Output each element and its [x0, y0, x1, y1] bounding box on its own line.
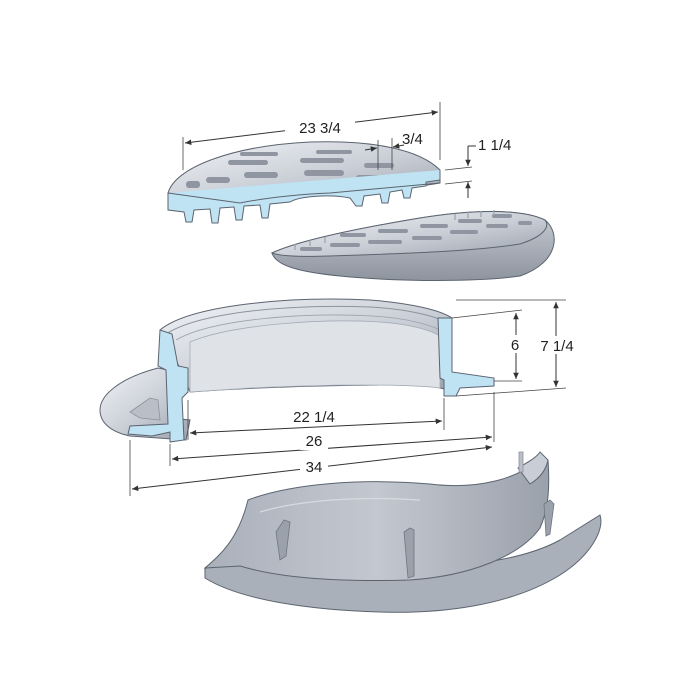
dim-frame-depth-total: 7 1/4: [540, 338, 573, 355]
dim-grate-thickness: 1 1/4: [478, 137, 511, 154]
frame-ribs: [275, 499, 555, 579]
frame-dimensions: 6 7 1/4 22 1/4 26 34: [129, 299, 582, 496]
dim-grate-width: 23 3/4: [299, 120, 341, 137]
dim-frame-outer: 26: [306, 433, 323, 450]
grate-dimensions: 23 3/4 3/4 1 1/4: [182, 102, 511, 198]
grate-half-slots: [300, 214, 532, 251]
dim-flange-outer: 34: [306, 459, 323, 476]
frame-section: [99, 298, 495, 443]
grate-section: [167, 141, 441, 224]
dim-frame-opening: 22 1/4: [293, 409, 335, 426]
grate-half: [270, 210, 555, 281]
frame-half: [203, 451, 602, 613]
grate-cut-profile: [167, 170, 441, 224]
grate-slots: [186, 150, 394, 188]
dim-grate-bar: 3/4: [402, 131, 423, 148]
dim-frame-depth-inner: 6: [511, 337, 519, 354]
